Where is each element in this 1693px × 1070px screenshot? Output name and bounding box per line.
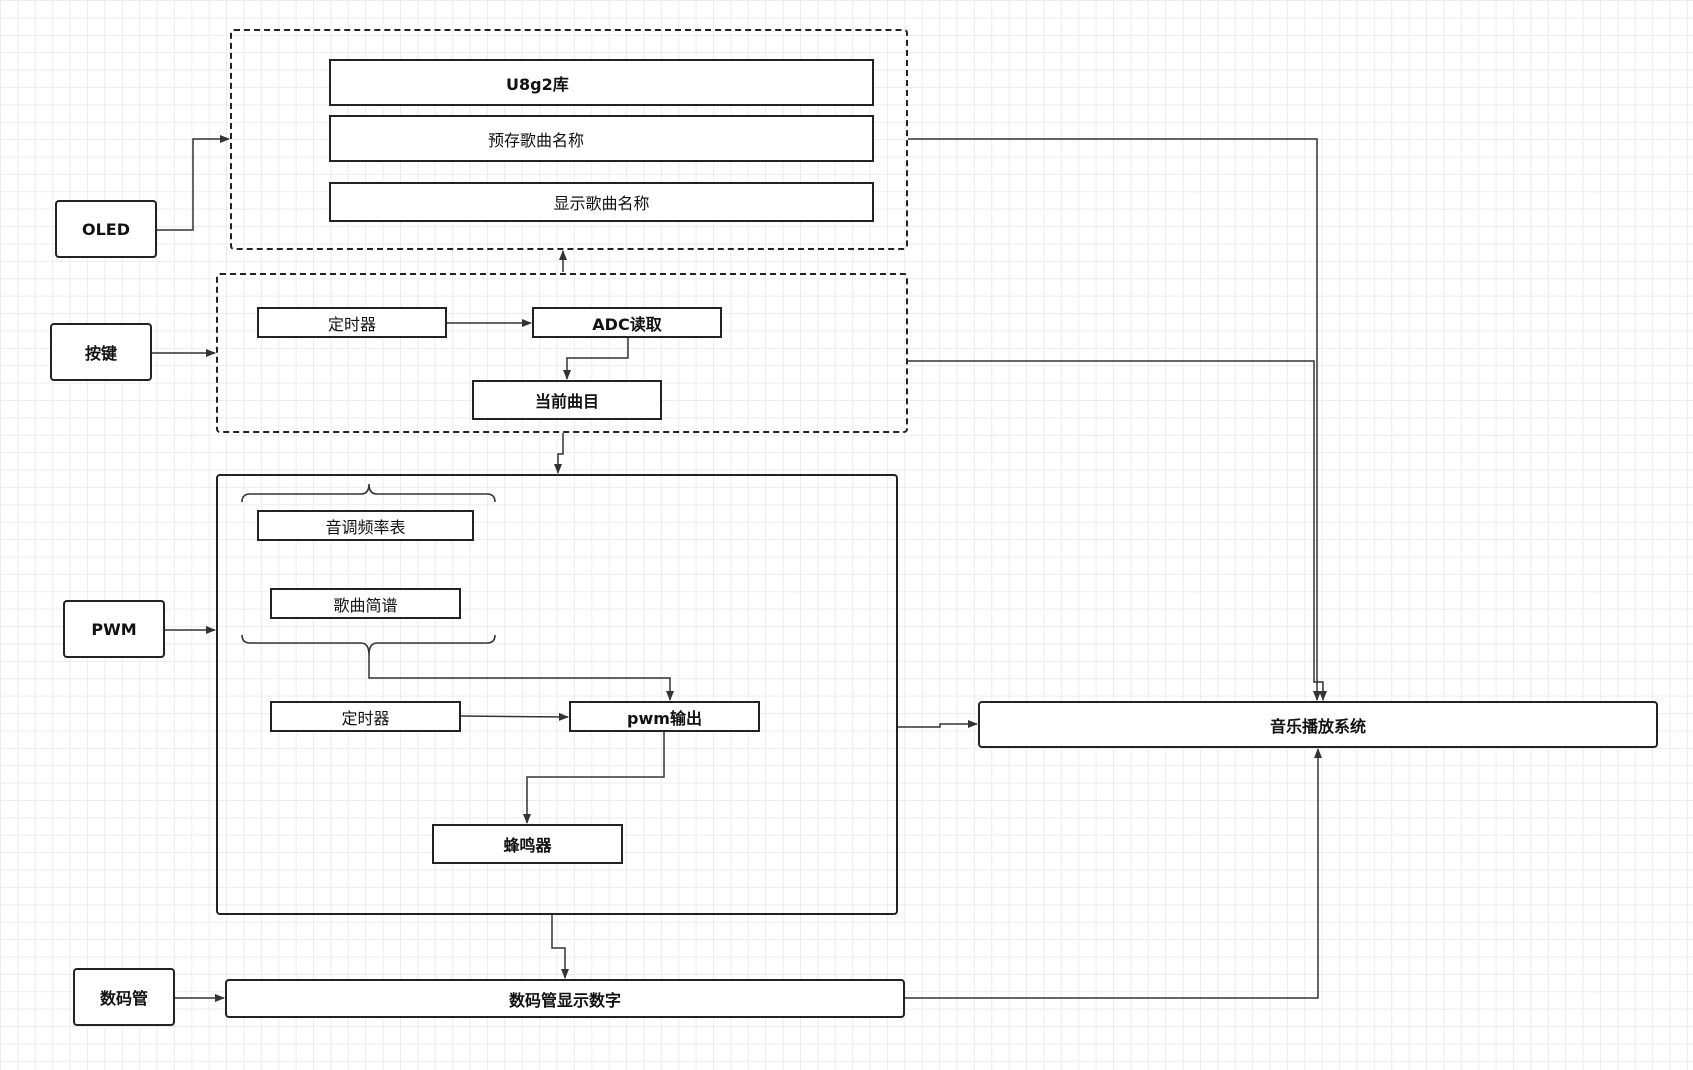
keygroup-to-pwm-arrow xyxy=(554,433,564,474)
pwm-panel xyxy=(216,474,898,915)
adc-read-box: ADC读取 xyxy=(532,307,722,338)
oled-block: OLED xyxy=(55,200,157,258)
pwm-timer-box: 定时器 xyxy=(270,701,461,732)
show-song-box: 显示歌曲名称 xyxy=(329,182,874,222)
brace-to-pwmout-arrow xyxy=(368,655,674,701)
pwm-to-seg-arrow xyxy=(551,915,569,979)
key-group xyxy=(216,273,908,433)
buzzer-box: 蜂鸣器 xyxy=(432,824,623,864)
display-group xyxy=(230,29,908,250)
pwm-block: PWM xyxy=(63,600,165,658)
score-box: 歌曲简谱 xyxy=(270,588,461,619)
keygroup-to-music-arrow xyxy=(908,360,1327,701)
music-system-box: 音乐播放系统 xyxy=(978,701,1658,748)
display-to-music-arrow xyxy=(908,138,1321,701)
bottom-brace xyxy=(241,634,496,656)
prestore-song-label: 预存歌曲名称 xyxy=(488,130,585,150)
key-timer-box: 定时器 xyxy=(257,307,447,338)
u8g2-lib-box: U8g2库 xyxy=(329,59,874,106)
top-brace xyxy=(241,483,496,503)
u8g2-lib-label: U8g2库 xyxy=(506,74,569,94)
pwm-output-box: pwm输出 xyxy=(569,701,760,732)
pwmout-to-buzzer-arrow xyxy=(523,732,665,824)
seg-block: 数码管 xyxy=(73,968,175,1026)
pwm-to-music-arrow xyxy=(898,720,978,728)
adc-to-current-arrow xyxy=(563,338,629,380)
keys-block: 按键 xyxy=(50,323,152,381)
pwmtimer-to-pwmout-arrow xyxy=(460,712,569,721)
prestore-song-box: 预存歌曲名称 xyxy=(329,115,874,162)
segdisplay-to-music-arrow xyxy=(905,748,1322,999)
current-track-box: 当前曲目 xyxy=(472,380,662,420)
seg-display-box: 数码管显示数字 xyxy=(225,979,905,1018)
oled-to-display-arrow xyxy=(157,135,230,231)
freq-table-box: 音调频率表 xyxy=(257,510,474,541)
